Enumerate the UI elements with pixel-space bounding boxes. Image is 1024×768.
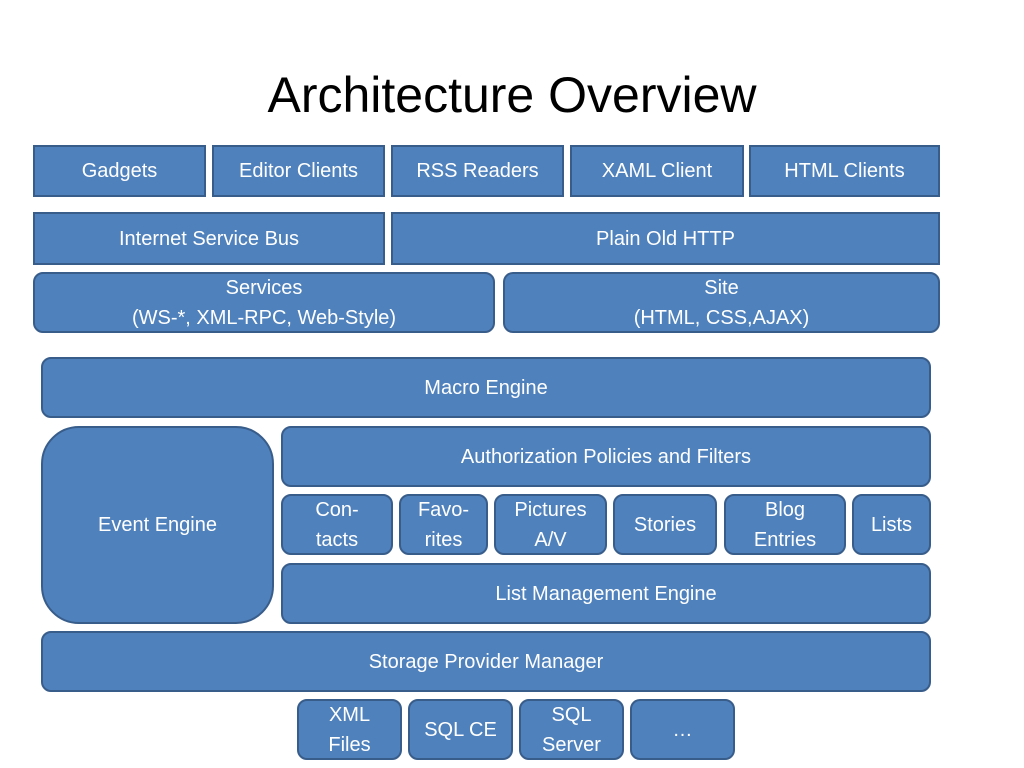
sql-server-label-line1: SQL	[551, 703, 592, 726]
services-box: Services (WS-*, XML-RPC, Web-Style)	[33, 272, 495, 333]
xaml-client-box: XAML Client	[570, 145, 744, 197]
favorites-box: Favo- rites	[399, 494, 488, 555]
pictures-box: Pictures A/V	[494, 494, 607, 555]
site-title: Site	[704, 276, 739, 299]
rss-readers-box: RSS Readers	[391, 145, 564, 197]
stories-label: Stories	[633, 513, 697, 536]
macro-engine-box: Macro Engine	[41, 357, 931, 418]
pictures-label-line1: Pictures	[514, 498, 587, 521]
xml-files-label-line1: XML	[328, 703, 371, 726]
blog-entries-label-line2: Entries	[753, 528, 817, 551]
sql-ce-label: SQL CE	[424, 718, 497, 741]
macro-engine-label: Macro Engine	[424, 376, 548, 399]
lists-box: Lists	[852, 494, 931, 555]
plain-old-http-label: Plain Old HTTP	[596, 227, 735, 250]
blog-entries-label-line1: Blog	[764, 498, 806, 521]
list-management-engine-label: List Management Engine	[495, 582, 717, 605]
plain-old-http-box: Plain Old HTTP	[391, 212, 940, 265]
html-clients-box: HTML Clients	[749, 145, 940, 197]
favorites-label-line1: Favo-	[417, 498, 470, 521]
contacts-label-line2: tacts	[315, 528, 359, 551]
authorization-box: Authorization Policies and Filters	[281, 426, 931, 487]
blog-entries-box: Blog Entries	[724, 494, 846, 555]
gadgets-label: Gadgets	[81, 160, 158, 182]
more-storage-box: …	[630, 699, 735, 760]
contacts-label-line1: Con-	[315, 498, 359, 521]
storage-provider-manager-label: Storage Provider Manager	[368, 650, 604, 673]
rss-readers-label: RSS Readers	[416, 160, 539, 182]
services-protocols: (WS-*, XML-RPC, Web-Style)	[131, 306, 397, 329]
html-clients-label: HTML Clients	[784, 160, 905, 182]
more-storage-label: …	[672, 718, 693, 741]
storage-provider-manager-box: Storage Provider Manager	[41, 631, 931, 692]
sql-server-box: SQL Server	[519, 699, 624, 760]
event-engine-box: Event Engine	[41, 426, 274, 624]
sql-ce-box: SQL CE	[408, 699, 513, 760]
contacts-box: Con- tacts	[281, 494, 393, 555]
gadgets-box: Gadgets	[33, 145, 206, 197]
internet-service-bus-box: Internet Service Bus	[33, 212, 385, 265]
editor-clients-label: Editor Clients	[239, 160, 358, 182]
internet-service-bus-label: Internet Service Bus	[118, 227, 300, 250]
list-management-engine-box: List Management Engine	[281, 563, 931, 624]
stories-box: Stories	[613, 494, 717, 555]
event-engine-label: Event Engine	[98, 514, 217, 536]
authorization-label: Authorization Policies and Filters	[460, 445, 752, 468]
services-title: Services	[225, 276, 303, 299]
lists-label: Lists	[870, 513, 913, 536]
page-title: Architecture Overview	[267, 67, 757, 123]
xml-files-label-line2: Files	[328, 733, 371, 756]
xml-files-box: XML Files	[297, 699, 402, 760]
xaml-client-label: XAML Client	[601, 160, 713, 182]
editor-clients-box: Editor Clients	[212, 145, 385, 197]
site-box: Site (HTML, CSS,AJAX)	[503, 272, 940, 333]
sql-server-label-line2: Server	[542, 733, 601, 756]
favorites-label-line2: rites	[424, 528, 463, 551]
site-technologies: (HTML, CSS,AJAX)	[633, 306, 810, 329]
pictures-label-line2: A/V	[534, 528, 567, 551]
